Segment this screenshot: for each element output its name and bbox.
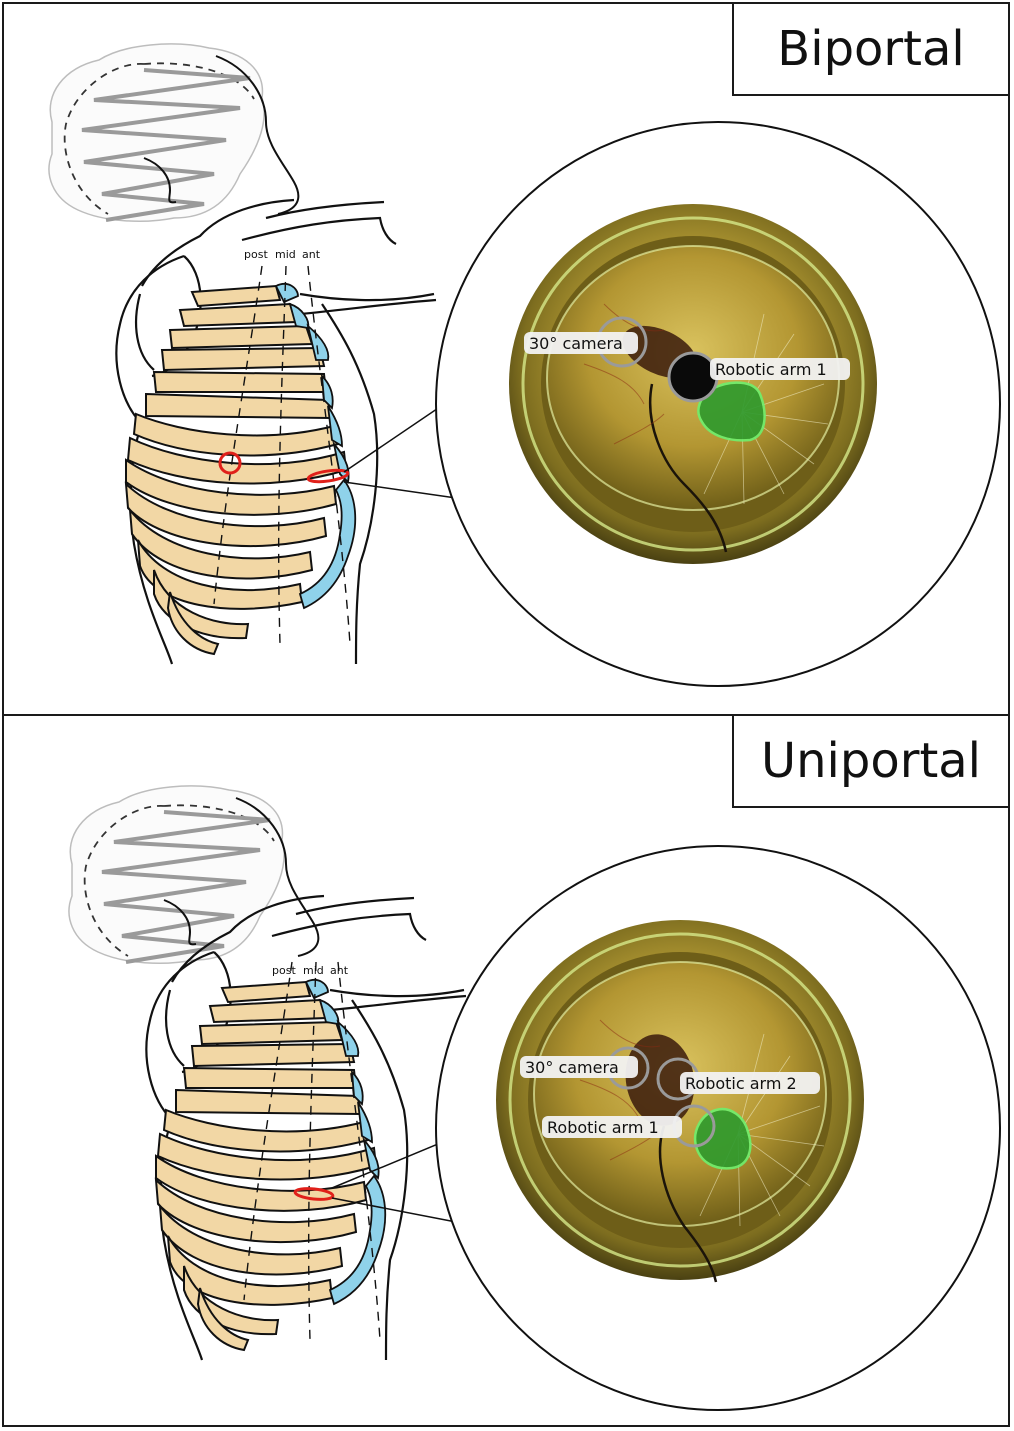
ant-line-label: ant bbox=[330, 964, 349, 977]
post-line-label: post bbox=[272, 964, 296, 977]
camera-port-incision bbox=[218, 451, 242, 475]
axillary-lines bbox=[243, 961, 381, 1341]
mid-line-label: mid bbox=[275, 248, 296, 261]
camera-label: 30° camera bbox=[525, 1058, 619, 1077]
uniportal-illustration: post mid ant bbox=[68, 785, 1001, 1411]
lesion-target bbox=[693, 1107, 752, 1170]
anterior-axillary-line bbox=[307, 265, 351, 645]
zoom-connector-lower bbox=[331, 1197, 457, 1223]
arm2-label-bg bbox=[680, 1072, 820, 1094]
biportal-panel: Biportal bbox=[2, 2, 1010, 716]
panel-title: Biportal bbox=[732, 4, 1008, 96]
zoom-connector-lower bbox=[343, 481, 471, 501]
anterior-axillary-line bbox=[337, 961, 381, 1341]
mid-line-label: mid bbox=[303, 964, 324, 977]
uniportal-panel: Uniportal bbox=[2, 714, 1010, 1427]
arm1-label-bg bbox=[542, 1116, 682, 1138]
mid-axillary-line bbox=[307, 961, 317, 1341]
mid-axillary-line bbox=[277, 265, 287, 645]
wound-protector-port bbox=[496, 920, 864, 1283]
biportal-illustration: post mid ant bbox=[48, 43, 1001, 687]
patient-head bbox=[68, 785, 320, 964]
posterior-axillary-line bbox=[243, 961, 293, 1301]
panel-title: Uniportal bbox=[732, 716, 1008, 808]
post-line-label: post bbox=[244, 248, 268, 261]
ant-line-label: ant bbox=[302, 248, 321, 261]
camera-label-bg bbox=[524, 332, 638, 354]
axillary-lines bbox=[213, 265, 351, 645]
robotic-arm-1-label: Robotic arm 1 bbox=[547, 1118, 659, 1137]
costal-cartilage bbox=[274, 283, 357, 610]
arm1-label-bg bbox=[710, 358, 850, 380]
uniportal-incision bbox=[293, 1187, 335, 1201]
camera-label: 30° camera bbox=[529, 334, 623, 353]
robotic-arm-2-label: Robotic arm 2 bbox=[685, 1074, 797, 1093]
lesion-target bbox=[697, 381, 766, 442]
posterior-axillary-line bbox=[213, 265, 263, 605]
camera-label-bg bbox=[520, 1056, 638, 1078]
patient-head bbox=[48, 43, 300, 222]
robotic-arm-1-port-marker bbox=[667, 351, 719, 403]
robotic-arm-1-label: Robotic arm 1 bbox=[715, 360, 827, 379]
costal-cartilage bbox=[304, 979, 387, 1306]
utility-incision bbox=[306, 468, 350, 484]
rib-cage bbox=[154, 980, 378, 1352]
